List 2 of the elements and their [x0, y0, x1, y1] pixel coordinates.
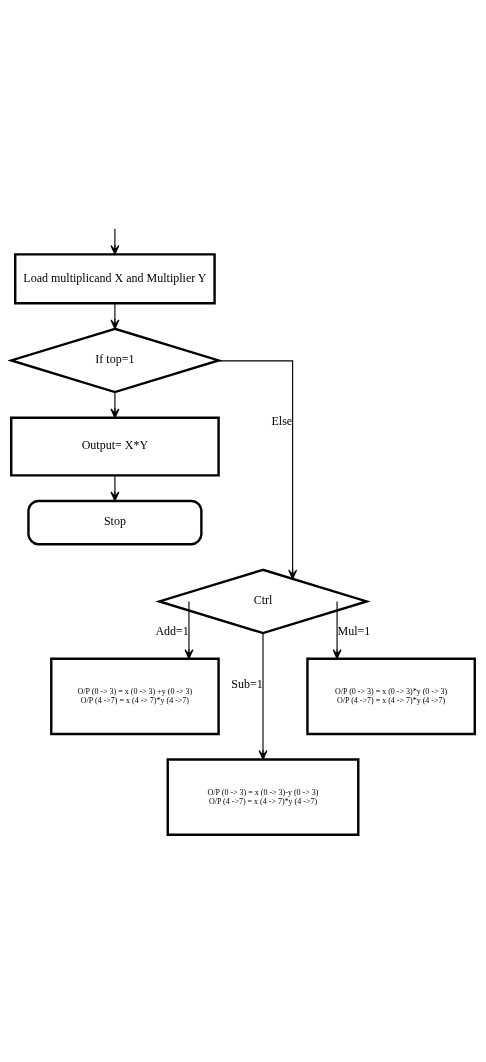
edge-label: Else: [271, 413, 293, 428]
edge-label: Sub=1: [231, 676, 263, 691]
